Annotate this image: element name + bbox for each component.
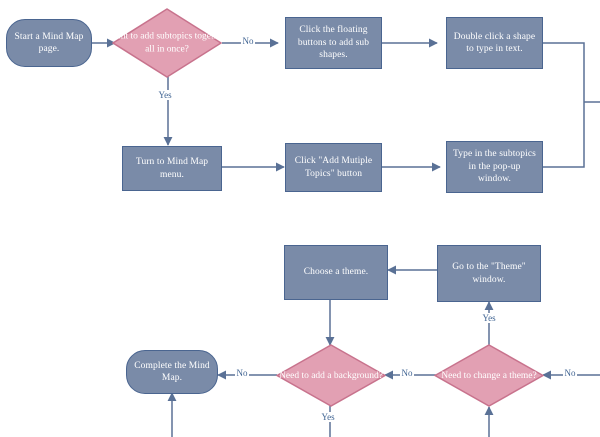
node-complete-mindmap-label: Complete the Mind Map. (134, 360, 210, 384)
edge-right-rail (543, 42, 585, 168)
node-click-floating-buttons-label: Click the floating buttons to add sub sh… (297, 25, 370, 61)
edge-label-yes-background: Yes (320, 412, 337, 422)
node-start-label: Start a Mind Map page. (14, 31, 84, 55)
node-decision-subtopics[interactable]: Want to add subtopics together all in on… (108, 8, 226, 78)
node-go-to-theme-window-label: Go to the "Theme" window. (452, 262, 526, 285)
node-double-click-shape[interactable]: Double click a shape to type in text. (446, 17, 543, 69)
node-start[interactable]: Start a Mind Map page. (6, 19, 92, 67)
edge-label-no-background: No (235, 368, 249, 378)
node-decision-change-theme[interactable]: Need to change a theme? (434, 344, 544, 407)
node-complete-mindmap[interactable]: Complete the Mind Map. (126, 350, 218, 394)
diamond-shape (276, 344, 386, 407)
node-click-add-multiple-topics[interactable]: Click "Add Mutiple Topics" button (285, 143, 382, 192)
node-go-to-theme-window[interactable]: Go to the "Theme" window. (437, 245, 541, 302)
edge-label-yes-subtopics: Yes (157, 90, 174, 100)
edge-label-no-middle: No (400, 368, 414, 378)
edge-label-yes-theme: Yes (481, 313, 498, 323)
diamond-shape (112, 8, 222, 78)
edge-label-no-top: No (241, 36, 255, 46)
node-choose-a-theme-label: Choose a theme. (303, 267, 369, 278)
node-click-add-multiple-topics-label: Click "Add Mutiple Topics" button (294, 156, 373, 179)
diamond-shape (434, 344, 544, 407)
node-turn-to-mindmap-menu-label: Turn to Mind Map menu. (135, 157, 209, 180)
node-type-in-subtopics[interactable]: Type in the subtopics in the pop-up wind… (446, 141, 543, 193)
node-type-in-subtopics-label: Type in the subtopics in the pop-up wind… (453, 149, 536, 185)
node-turn-to-mindmap-menu[interactable]: Turn to Mind Map menu. (122, 146, 222, 191)
edge-label-no-right: No (563, 368, 577, 378)
node-decision-background[interactable]: Need to add a background? (276, 344, 386, 407)
node-double-click-shape-label: Double click a shape to type in text. (453, 31, 536, 55)
node-click-floating-buttons[interactable]: Click the floating buttons to add sub sh… (285, 17, 382, 69)
node-choose-a-theme[interactable]: Choose a theme. (284, 245, 388, 300)
